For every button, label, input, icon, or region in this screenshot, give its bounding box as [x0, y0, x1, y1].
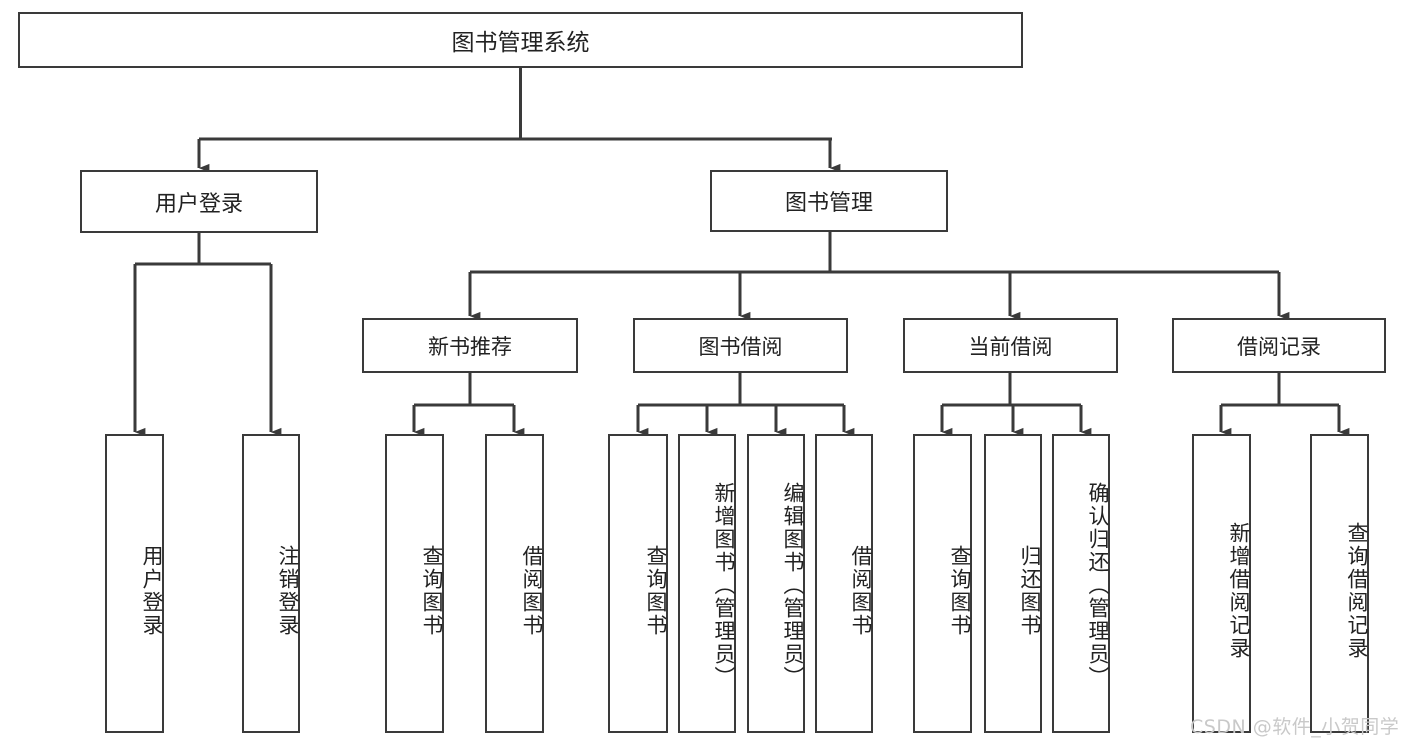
node-label: 图书借阅 — [698, 334, 783, 359]
node-leaf-confirm-return[interactable]: 确认归还（管理员） — [1052, 434, 1110, 733]
node-root[interactable]: 图书管理系统 — [18, 12, 1023, 68]
node-leaf-query-book-2[interactable]: 查询图书 — [608, 434, 668, 733]
node-leaf-query-book-3[interactable]: 查询图书 — [913, 434, 972, 733]
node-label: 图书管理系统 — [451, 30, 590, 56]
node-leaf-borrow-book-1[interactable]: 借阅图书 — [485, 434, 544, 733]
node-book-manage[interactable]: 图书管理 — [710, 170, 948, 232]
node-new-book-rec[interactable]: 新书推荐 — [362, 318, 578, 373]
node-book-borrow[interactable]: 图书借阅 — [633, 318, 848, 373]
node-borrow-record[interactable]: 借阅记录 — [1172, 318, 1386, 373]
node-leaf-edit-book[interactable]: 编辑图书（管理员） — [747, 434, 805, 733]
node-leaf-return-book[interactable]: 归还图书 — [984, 434, 1042, 733]
node-label: 新书推荐 — [428, 334, 512, 359]
node-leaf-query-record[interactable]: 查询借阅记录 — [1310, 434, 1369, 733]
node-current-borrow[interactable]: 当前借阅 — [903, 318, 1118, 373]
node-label: 用户登录 — [154, 191, 243, 217]
node-label: 当前借阅 — [968, 334, 1053, 359]
node-leaf-borrow-book-2[interactable]: 借阅图书 — [815, 434, 873, 733]
node-user-login[interactable]: 用户登录 — [80, 170, 318, 233]
csdn-watermark: CSDN @软件_小贺同学 — [1190, 716, 1400, 738]
node-leaf-add-book[interactable]: 新增图书（管理员） — [678, 434, 736, 733]
node-leaf-add-record[interactable]: 新增借阅记录 — [1192, 434, 1251, 733]
node-leaf-user-logout[interactable]: 注销登录 — [242, 434, 300, 733]
node-label: 图书管理 — [784, 191, 873, 216]
node-leaf-query-book-1[interactable]: 查询图书 — [385, 434, 444, 733]
node-leaf-user-login[interactable]: 用户登录 — [105, 434, 164, 733]
node-label: 借阅记录 — [1237, 334, 1321, 359]
